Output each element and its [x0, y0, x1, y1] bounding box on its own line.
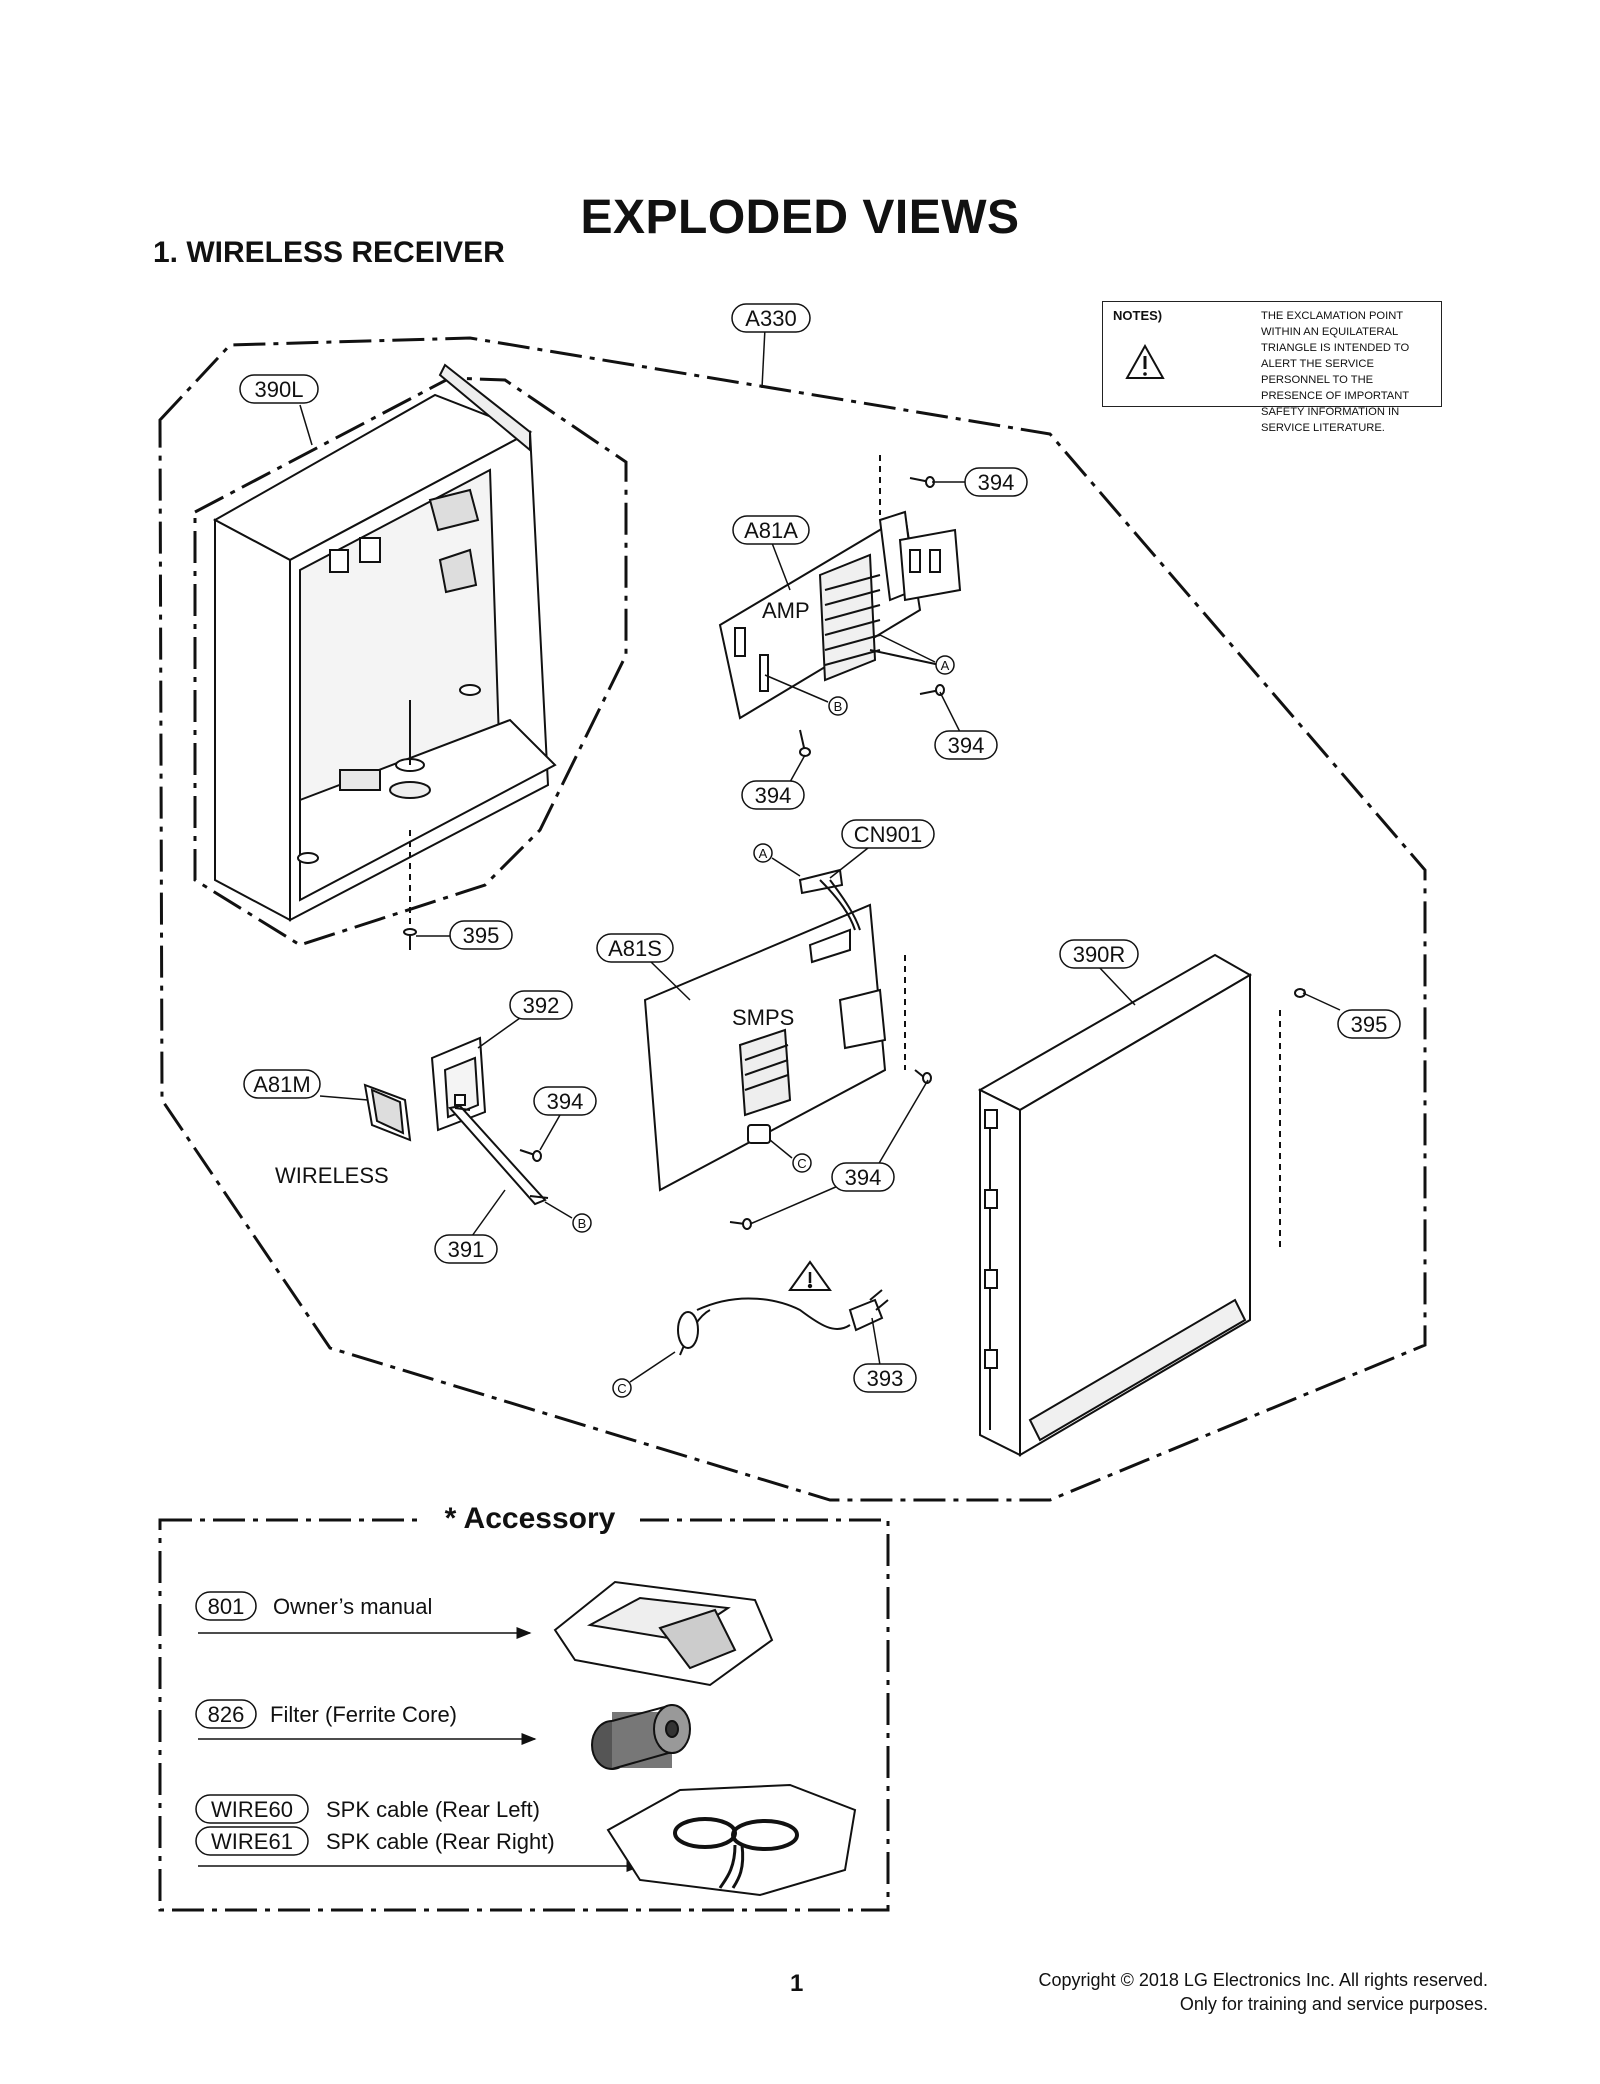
screw-395-left [403, 830, 417, 950]
accessory-code-801: 801 [208, 1594, 245, 1619]
callout-cn901-label: CN901 [854, 822, 922, 847]
connector-a-amp: A [879, 634, 955, 675]
callout-392: 392 [477, 990, 573, 1049]
page-number: 1 [790, 1970, 804, 1997]
screw-394-wireless [519, 1149, 542, 1162]
callout-a330: A330 [731, 303, 811, 389]
callout-390l-label: 390L [255, 377, 304, 402]
wireless-label: WIRELESS [275, 1163, 389, 1188]
accessory-name-wire61: SPK cable (Rear Right) [326, 1829, 555, 1854]
callout-394-right: 394 [934, 691, 998, 760]
warning-triangle-icon [1125, 344, 1165, 379]
accessory-row-801: 801 Owner’s manual [195, 1580, 774, 1687]
callout-a330-label: A330 [745, 306, 796, 331]
notes-box: NOTES) THE EXCLAMATION POINT WITHIN AN E… [1102, 301, 1442, 434]
notes-text: THE EXCLAMATION POINT WITHIN AN EQUILATE… [1261, 310, 1410, 434]
accessory-name-wire60: SPK cable (Rear Left) [326, 1797, 540, 1822]
callout-395-right-label: 395 [1351, 1012, 1388, 1037]
notes-label: NOTES) [1113, 308, 1163, 323]
callout-395-left-label: 395 [463, 923, 500, 948]
accessory-box [158, 1518, 890, 1912]
accessory-code-wire60: WIRE60 [211, 1797, 293, 1822]
ferrite-core-icon [591, 1704, 691, 1770]
accessory-code-wire61: WIRE61 [211, 1829, 293, 1854]
callout-a81m-label: A81M [253, 1072, 310, 1097]
connector-b-label: B [834, 699, 843, 714]
copyright-line-2: Only for training and service purposes. [1179, 1994, 1488, 2014]
connector-c-label-2: C [617, 1381, 626, 1396]
callout-394-m-label: 394 [547, 1089, 584, 1114]
amp-board-a81a [718, 455, 962, 720]
callout-394-low-label: 394 [845, 1165, 882, 1190]
callout-394-m: 394 [533, 1086, 597, 1151]
speaker-cable-icon [606, 1783, 857, 1897]
callout-394-mid: 394 [741, 754, 806, 810]
callout-a81a: A81A [732, 515, 810, 591]
callout-394-right-label: 394 [948, 733, 985, 758]
callout-391-label: 391 [448, 1237, 485, 1262]
connector-c-smps: C [769, 1139, 812, 1173]
callout-393: 393 [853, 1317, 917, 1393]
cabinet-right-390r [977, 953, 1306, 1457]
callout-a81s-label: A81S [608, 936, 662, 961]
accessory-name-801: Owner’s manual [273, 1594, 432, 1619]
smps-board-a81s [643, 868, 906, 1192]
power-cord-393 [677, 1260, 889, 1356]
section-title: 1. WIRELESS RECEIVER [153, 236, 505, 269]
callout-391: 391 [434, 1189, 506, 1264]
connector-b-label-2: B [578, 1216, 587, 1231]
connector-c-cord: C [612, 1351, 676, 1398]
page-title: EXPLODED VIEWS [580, 191, 1020, 244]
callout-394-top: 394 [932, 467, 1028, 497]
callout-a81a-label: A81A [744, 518, 798, 543]
callout-cn901: CN901 [829, 819, 935, 879]
callout-394-mid-label: 394 [755, 783, 792, 808]
amp-label: AMP [762, 598, 810, 623]
copyright-line-1: Copyright © 2018 LG Electronics Inc. All… [1038, 1970, 1488, 1990]
bracket-392 [430, 1036, 487, 1132]
copyright: Copyright © 2018 LG Electronics Inc. All… [900, 1968, 1488, 2016]
connector-a-label: A [941, 658, 950, 673]
accessory-name-826: Filter (Ferrite Core) [270, 1702, 457, 1727]
cabinet-left-390l [212, 363, 557, 922]
callout-390r: 390R [1059, 939, 1139, 1006]
callout-395-left: 395 [416, 920, 513, 950]
callout-a81s: A81S [596, 933, 691, 1001]
connector-b-amp: B [764, 674, 848, 716]
callout-393-label: 393 [867, 1366, 904, 1391]
connector-c-label: C [797, 1156, 806, 1171]
callout-390r-label: 390R [1073, 942, 1126, 967]
callout-392-label: 392 [523, 993, 560, 1018]
accessory-row-826: 826 Filter (Ferrite Core) [195, 1699, 691, 1770]
callout-a81m: A81M [243, 1069, 369, 1101]
callout-390l: 390L [239, 374, 319, 446]
callout-394-top-label: 394 [978, 470, 1015, 495]
connector-a-label-2: A [759, 846, 768, 861]
callout-394-low: 394 [749, 1079, 929, 1225]
connector-a-smps: A [753, 843, 801, 877]
callout-395-right: 395 [1302, 992, 1401, 1039]
cable-391 [448, 1104, 549, 1206]
wireless-module-a81m [363, 1083, 412, 1142]
accessory-code-826: 826 [208, 1702, 245, 1727]
assembly-boundary-a330 [158, 336, 1427, 1502]
manual-icon [553, 1580, 774, 1687]
smps-label: SMPS [732, 1005, 794, 1030]
accessory-title: * Accessory [420, 1502, 640, 1536]
accessory-row-wire: WIRE60 SPK cable (Rear Left) WIRE61 SPK … [195, 1783, 857, 1897]
connector-b-cable: B [544, 1201, 592, 1233]
